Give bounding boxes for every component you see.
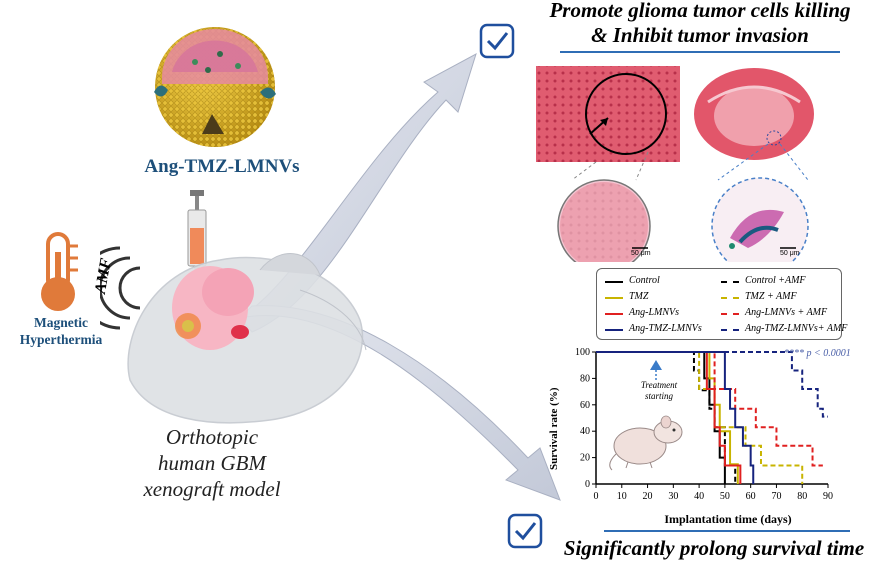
legend-swatch xyxy=(721,281,739,283)
nanoparticle-illustration xyxy=(154,27,276,147)
series-line xyxy=(596,351,823,467)
x-tick-label: 80 xyxy=(797,491,807,502)
y-tick-label: 20 xyxy=(580,453,590,464)
y-tick-label: 0 xyxy=(585,479,590,490)
legend-swatch xyxy=(605,329,623,331)
legend-swatch xyxy=(721,297,739,299)
treatment-label-line2: starting xyxy=(644,391,673,401)
legend-label: Control xyxy=(629,275,660,286)
top-heading-line1: Promote glioma tumor cells killing xyxy=(549,0,851,22)
chart-ylabel: Survival rate (%) xyxy=(548,387,560,470)
y-tick-label: 80 xyxy=(580,373,590,384)
hyperthermia-label: Magnetic Hyperthermia xyxy=(6,314,116,348)
check-icon-bottom xyxy=(507,513,543,549)
legend-label: Control +AMF xyxy=(745,275,806,286)
chart-legend: Control Control +AMF TMZ TMZ + AMF Ang-LMNVs… xyxy=(596,268,847,340)
x-tick-label: 40 xyxy=(694,491,704,502)
series-line xyxy=(596,351,755,484)
x-tick-label: 0 xyxy=(594,491,599,502)
series-line xyxy=(596,351,828,418)
x-tick-label: 90 xyxy=(823,491,833,502)
bottom-heading: Significantly prolong survival time xyxy=(563,536,865,560)
chart-xlabel: Implantation time (days) xyxy=(664,512,792,526)
nanoparticle-label: Ang-TMZ-LMNVs xyxy=(144,156,300,177)
y-tick-label: 60 xyxy=(580,400,590,411)
model-caption-line3: xenograft model xyxy=(143,477,281,501)
legend-label: Ang-TMZ-LMNVs+ AMF xyxy=(745,323,848,334)
model-caption-line2: human GBM xyxy=(158,451,266,475)
histology-right xyxy=(694,68,814,262)
bottom-heading-underline xyxy=(604,530,850,532)
x-tick-label: 70 xyxy=(771,491,781,502)
x-tick-label: 10 xyxy=(617,491,627,502)
x-tick-label: 60 xyxy=(746,491,756,502)
x-tick-label: 50 xyxy=(720,491,730,502)
legend-label: Ang-TMZ-LMNVs xyxy=(629,323,702,334)
legend-label: TMZ + AMF xyxy=(745,291,797,302)
legend-swatch xyxy=(605,297,623,299)
model-caption-line1: Orthotopic xyxy=(165,425,259,449)
treatment-label: Treatment starting xyxy=(624,380,694,402)
legend-label: TMZ xyxy=(629,291,649,302)
series-line xyxy=(596,351,742,484)
y-tick-label: 100 xyxy=(575,347,590,358)
check-icon-top xyxy=(479,23,515,59)
treatment-label-line1: Treatment xyxy=(640,380,678,390)
chart-annotation: **** p < 0.0001 xyxy=(784,348,851,359)
amf-wave-icon xyxy=(100,246,141,330)
survival-chart: 0 10 20 30 40 50 60 70 80 90 0 20 40 60 80 100 xyxy=(575,347,833,502)
legend-swatch xyxy=(605,313,623,315)
treatment-arrow-icon xyxy=(650,360,662,380)
scale-bar-left: 50 μm xyxy=(631,250,651,257)
mouse-head-illustration xyxy=(127,253,367,424)
legend-swatch xyxy=(721,329,739,331)
hyperthermia-line1: Magnetic xyxy=(34,315,88,330)
histology-left xyxy=(536,66,680,262)
top-heading-line2: & Inhibit tumor invasion xyxy=(591,23,809,47)
top-heading-underline xyxy=(560,51,840,53)
nude-mouse-illustration xyxy=(609,415,683,471)
legend-label: Ang-LMNVs + AMF xyxy=(745,307,828,318)
legend-label: Ang-LMNVs xyxy=(629,307,679,318)
legend-swatch xyxy=(605,281,623,283)
legend-swatch xyxy=(721,313,739,315)
series-line xyxy=(596,351,739,484)
scale-bar-right: 50 μm xyxy=(780,250,800,257)
y-tick-label: 40 xyxy=(580,426,590,437)
thermometer-icon xyxy=(41,232,78,311)
x-tick-label: 30 xyxy=(668,491,678,502)
hyperthermia-line2: Hyperthermia xyxy=(19,332,103,347)
x-tick-label: 20 xyxy=(643,491,653,502)
model-caption: Orthotopic human GBM xenograft model xyxy=(132,424,292,502)
